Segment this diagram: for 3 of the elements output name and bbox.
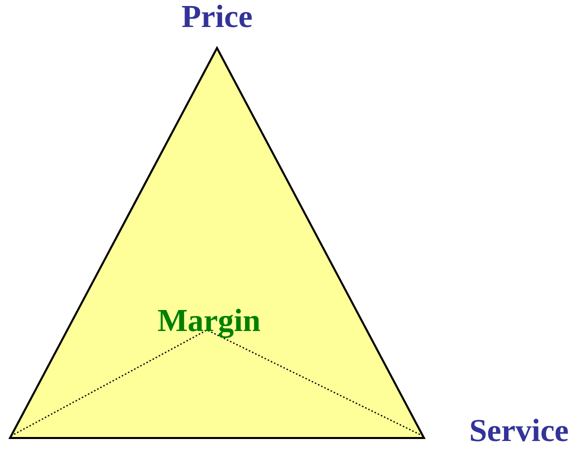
vertex-label: Price xyxy=(180,0,254,32)
node-label: Margin xyxy=(148,304,270,339)
vertex-label: Service xyxy=(468,414,570,446)
